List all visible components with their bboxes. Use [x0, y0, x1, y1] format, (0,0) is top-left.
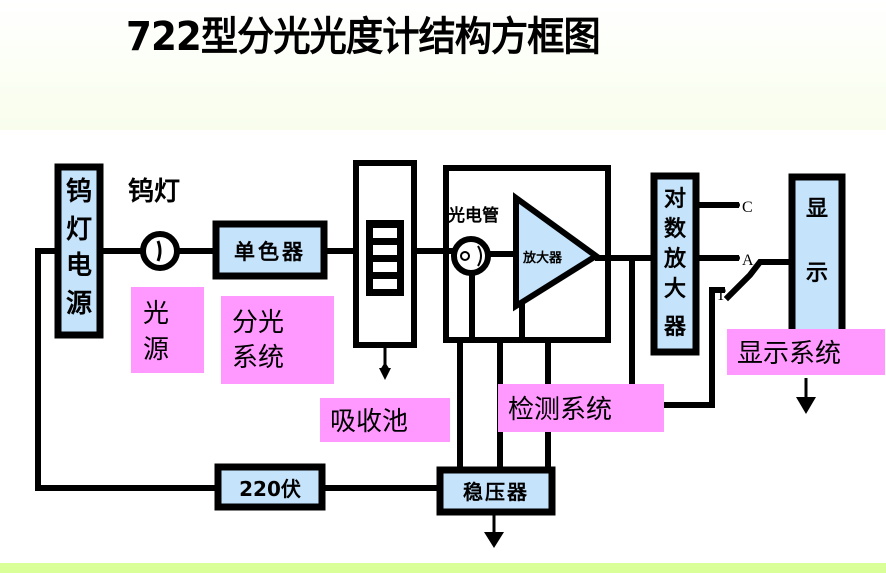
stabilizer-label: 稳压器 — [463, 480, 529, 504]
lamp-power-char: 灯 — [66, 215, 92, 245]
switch-label-c: C — [742, 199, 753, 216]
callout-dispersion-system: 分光 系统 — [221, 296, 334, 384]
switch-label-t: T — [716, 287, 726, 304]
lamp-power-char: 电 — [66, 251, 92, 281]
svg-text:源: 源 — [143, 335, 169, 365]
volt-220-label: 220伏 — [239, 477, 301, 501]
block-display: 显 示 — [788, 173, 846, 341]
wire-switch-T — [659, 287, 725, 408]
block-lamp-power: 钨 灯 电 源 — [54, 163, 104, 339]
photocell-label: 光电管 — [447, 205, 499, 226]
display-char: 示 — [806, 261, 828, 286]
lamp-filament-icon — [156, 240, 162, 262]
svg-text:显示系统: 显示系统 — [737, 339, 841, 369]
callout-cuvette: 吸收池 — [320, 398, 450, 442]
ground-icon — [484, 532, 504, 548]
lamp-label: 钨灯 — [128, 177, 180, 207]
photocell-icon — [451, 236, 491, 276]
log-amp-char: 器 — [663, 315, 687, 340]
block-amplifier: 放大器 — [513, 192, 602, 312]
lamp-power-char: 钨 — [66, 177, 92, 207]
log-amp-char: 放 — [663, 246, 687, 272]
monochromator-label: 单色器 — [234, 240, 306, 264]
footer-band — [0, 563, 886, 573]
display-char: 显 — [806, 197, 828, 222]
page-title: 722型分光光度计结构方框图 — [126, 14, 601, 60]
block-stabilizer: 稳压器 — [436, 466, 556, 516]
log-amp-char: 数 — [664, 216, 687, 242]
detector-enclosure — [443, 165, 611, 343]
cuvette-drain-icon — [379, 362, 391, 380]
lamp-power-char: 源 — [66, 289, 92, 319]
amplifier-label: 放大器 — [522, 250, 563, 266]
log-amp-char: 大 — [664, 277, 686, 302]
block-220v: 220伏 — [214, 463, 326, 511]
svg-text:光: 光 — [143, 299, 169, 329]
wiring — [35, 165, 808, 535]
svg-text:分光: 分光 — [232, 308, 284, 338]
ground-icon — [796, 397, 816, 414]
svg-text:吸收池: 吸收池 — [330, 407, 408, 437]
svg-text:检测系统: 检测系统 — [508, 395, 612, 425]
block-log-amplifier: 对 数 放 大 器 — [650, 172, 700, 356]
cuvette-holder — [353, 160, 417, 348]
log-amp-char: 对 — [664, 187, 686, 212]
callout-detection-system: 检测系统 — [498, 384, 664, 432]
tungsten-lamp: 钨灯 — [128, 177, 180, 271]
header-band — [0, 0, 886, 130]
wire-power-loop — [35, 248, 223, 491]
photocell: 光电管 — [447, 205, 499, 276]
mode-switch: C A T — [716, 199, 754, 304]
switch-blade — [723, 259, 795, 302]
switch-label-a: A — [742, 252, 754, 269]
svg-text:系统: 系统 — [232, 343, 284, 373]
callout-display-system: 显示系统 — [727, 329, 885, 375]
block-monochromator: 单色器 — [212, 220, 328, 280]
callout-light-source: 光 源 — [131, 287, 204, 373]
